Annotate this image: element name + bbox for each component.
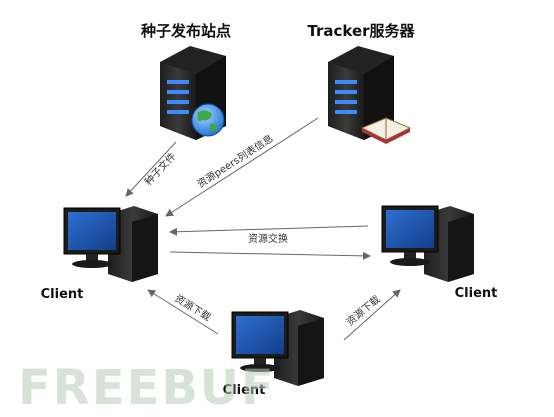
download-right-arrow	[343, 289, 401, 341]
seed-file-arrow	[125, 141, 177, 197]
seed-site-label: 种子发布站点	[140, 22, 231, 40]
client-left-computer-icon	[63, 206, 158, 282]
exchange-label: 资源交换	[248, 232, 288, 245]
client-left-label: Client	[41, 287, 84, 302]
book-icon	[360, 117, 412, 144]
tracker-label: Tracker服务器	[307, 22, 415, 40]
peers-info-label: 资源peers列表信息	[195, 132, 276, 191]
client-right-computer-icon	[381, 205, 474, 282]
client-bottom-computer-icon	[231, 310, 324, 386]
exchange-arrow-left	[169, 225, 369, 236]
client-right-label: Client	[455, 286, 498, 301]
download-left-arrow	[147, 289, 219, 335]
client-bottom-label: Client	[223, 383, 266, 398]
download-left-label: 资源下载	[172, 292, 213, 324]
globe-icon	[191, 103, 225, 137]
exchange-arrow-right	[169, 251, 371, 260]
seed-file-label: 种子文件	[142, 150, 179, 188]
freebuf-watermark: FREEBUF	[18, 360, 276, 416]
peers-info-arrow	[165, 117, 319, 217]
